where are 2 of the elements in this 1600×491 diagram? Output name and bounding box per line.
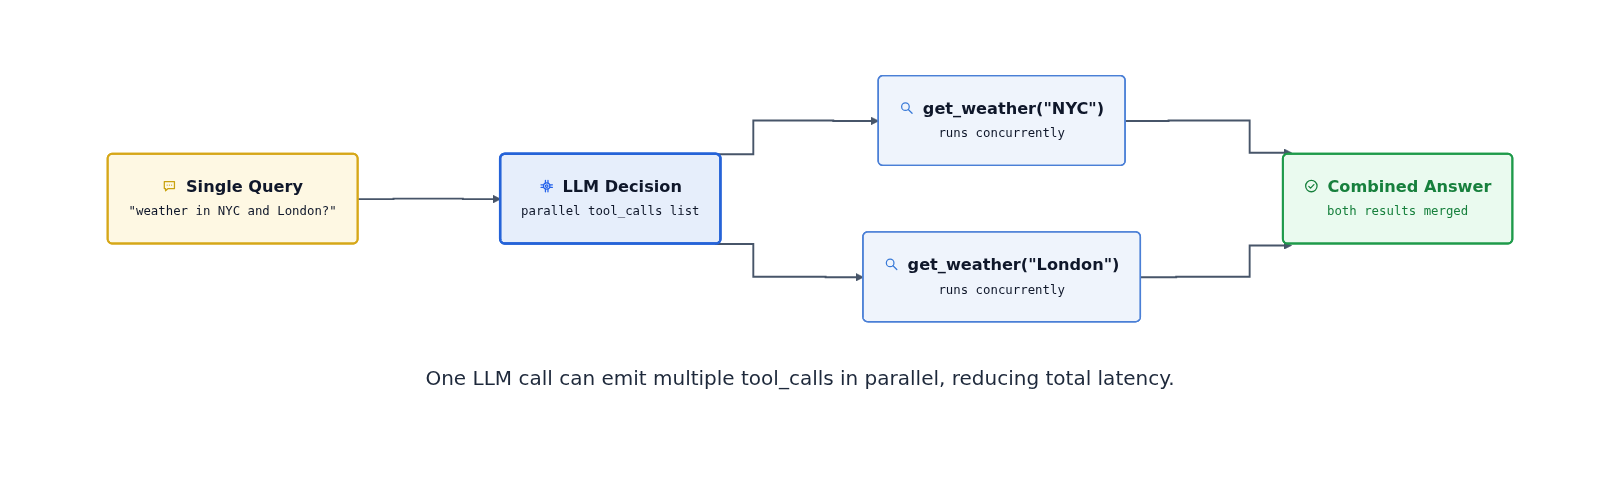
arrow (357, 195, 501, 204)
caption: One LLM call can emit multiple tool_calls in parallel, reducing total latency. (425, 366, 1175, 390)
